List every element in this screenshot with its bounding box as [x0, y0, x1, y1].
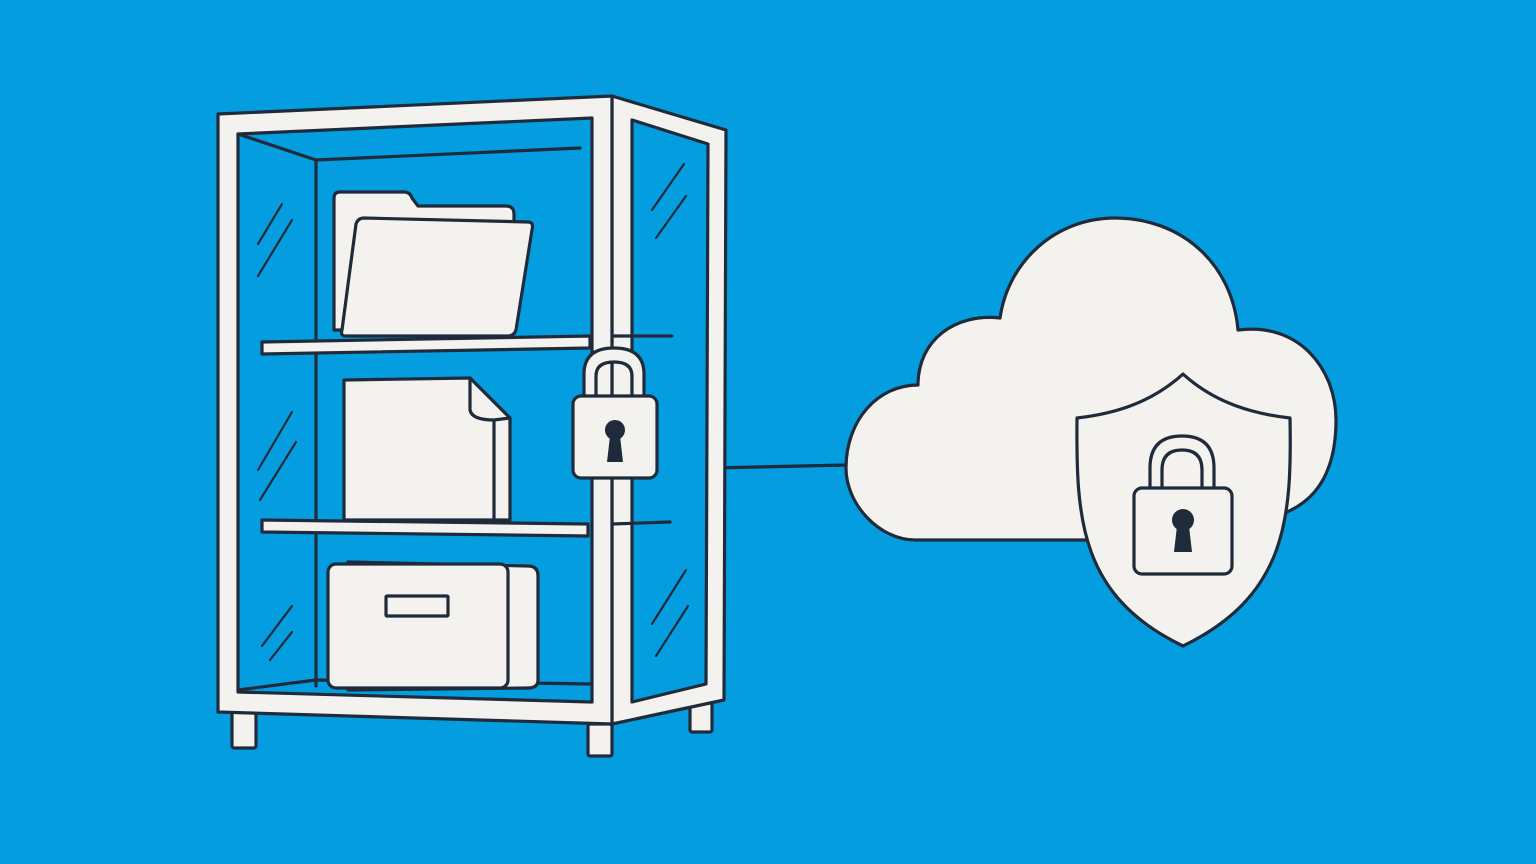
glass-reflection [260, 604, 294, 648]
cabinet-side-panel [610, 94, 728, 726]
glass-reflection [654, 604, 690, 658]
folder-icon [332, 190, 535, 338]
keyhole [1172, 509, 1194, 531]
document-icon [342, 376, 512, 522]
cabinet-shelf [260, 334, 592, 356]
glass-reflection [256, 410, 294, 472]
glass-reflection [650, 162, 686, 212]
glass-cabinet [216, 94, 728, 758]
glass-reflection [650, 568, 688, 626]
link-line [710, 463, 848, 470]
keyhole [607, 436, 623, 462]
cabinet-shelf-side [610, 520, 672, 526]
keyhole [1174, 526, 1192, 552]
storage-box-icon [326, 560, 540, 692]
glass-reflection [256, 202, 284, 246]
box-label [384, 594, 450, 618]
cabinet-shelf [260, 518, 590, 538]
glass-reflection [268, 630, 294, 662]
keyhole [605, 420, 625, 440]
cabinet-leg [230, 710, 258, 750]
glass-reflection [256, 218, 294, 278]
cabinet-leg [586, 722, 614, 758]
glass-reflection [258, 440, 298, 502]
glass-reflection [654, 194, 688, 240]
padlock-icon [571, 346, 659, 480]
cabinet-front-frame [216, 94, 614, 726]
padlock-icon [1132, 434, 1234, 576]
